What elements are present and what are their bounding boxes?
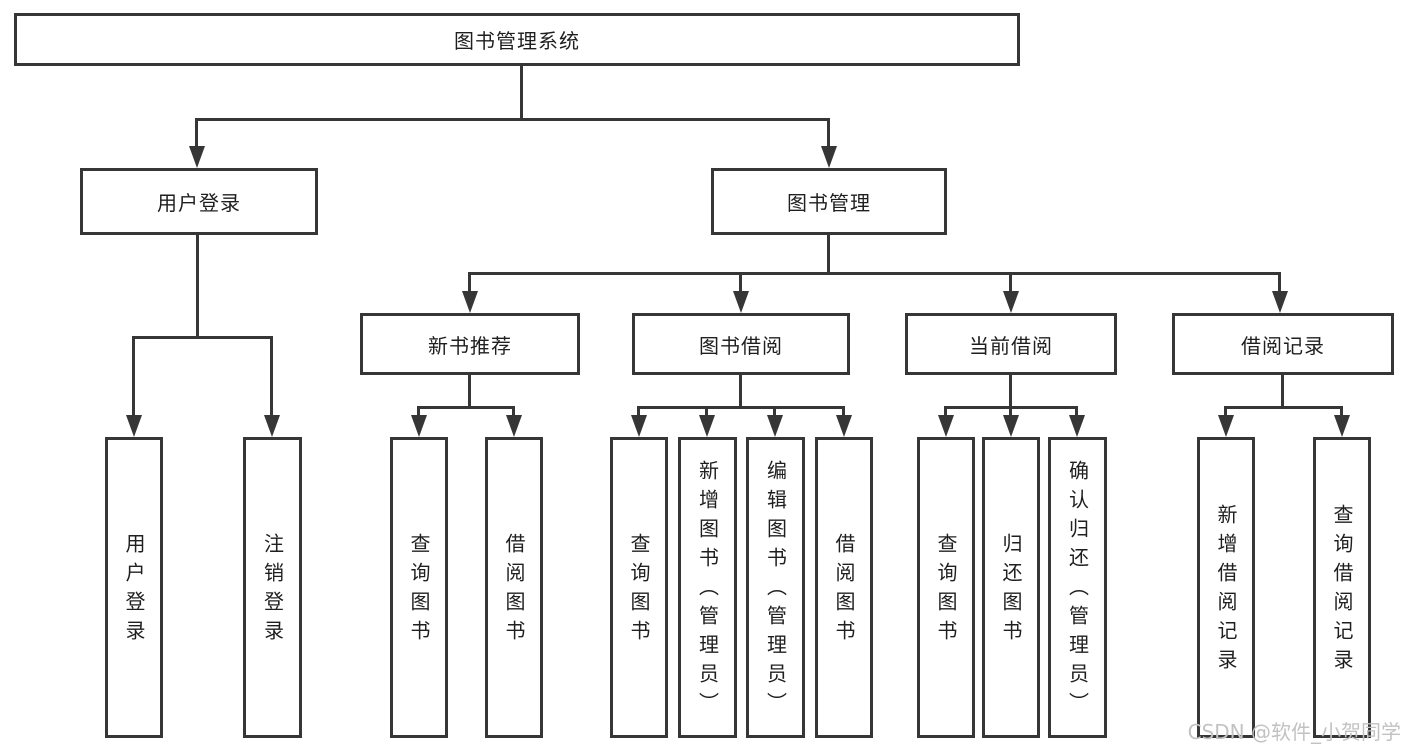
connector-line xyxy=(1009,272,1012,294)
arrowhead-icon xyxy=(1069,415,1085,437)
arrowhead-icon xyxy=(1003,415,1019,437)
connector-line xyxy=(132,336,273,339)
connector-line xyxy=(1224,406,1343,409)
connector-line xyxy=(1224,406,1227,418)
connector-line xyxy=(739,272,742,294)
connector-line xyxy=(637,406,845,409)
connector-line xyxy=(1278,272,1281,294)
arrowhead-icon xyxy=(733,291,749,313)
node-leaf-query-book-borrow: 查询图书 xyxy=(610,437,668,738)
connector-line xyxy=(739,375,742,408)
connector-line xyxy=(1075,406,1078,418)
node-leaf-query-borrow-record: 查询借阅记录 xyxy=(1313,437,1371,738)
connector-line xyxy=(944,406,947,418)
node-new-book-recommend: 新书推荐 xyxy=(360,313,580,375)
arrowhead-icon xyxy=(506,415,522,437)
arrowhead-icon xyxy=(1218,415,1234,437)
node-root: 图书管理系统 xyxy=(14,13,1020,66)
connector-line xyxy=(468,375,471,408)
node-leaf-add-book-admin: 新增图书（管理员） xyxy=(678,437,737,738)
connector-line xyxy=(827,118,830,148)
arrowhead-icon xyxy=(462,291,478,313)
connector-line xyxy=(132,336,135,416)
connector-line xyxy=(270,336,273,416)
arrowhead-icon xyxy=(126,415,142,437)
node-borrow-record: 借阅记录 xyxy=(1172,313,1394,375)
connector-line xyxy=(512,406,515,418)
connector-line xyxy=(842,406,845,418)
node-leaf-borrow-book-recommend: 借阅图书 xyxy=(485,437,543,738)
arrowhead-icon xyxy=(938,415,954,437)
connector-line xyxy=(705,406,708,418)
arrowhead-icon xyxy=(699,415,715,437)
arrowhead-icon xyxy=(821,146,837,168)
node-leaf-edit-book-admin: 编辑图书（管理员） xyxy=(746,437,805,738)
connector-line xyxy=(196,118,830,121)
connector-line xyxy=(1340,406,1343,418)
connector-line xyxy=(195,118,198,148)
node-book-management: 图书管理 xyxy=(711,168,947,235)
node-leaf-query-book-recommend: 查询图书 xyxy=(390,437,448,738)
connector-line xyxy=(773,406,776,418)
connector-line xyxy=(637,406,640,418)
arrowhead-icon xyxy=(1272,291,1288,313)
connector-line xyxy=(417,406,420,418)
arrowhead-icon xyxy=(836,415,852,437)
node-leaf-confirm-return-admin: 确认归还（管理员） xyxy=(1048,437,1107,738)
connector-line xyxy=(1281,375,1284,408)
connector-line xyxy=(1009,375,1012,408)
node-leaf-logout: 注销登录 xyxy=(243,437,302,738)
node-leaf-return-book: 归还图书 xyxy=(982,437,1040,738)
node-current-borrow: 当前借阅 xyxy=(905,313,1117,375)
arrowhead-icon xyxy=(189,146,205,168)
connector-line xyxy=(468,272,471,294)
connector-line xyxy=(1009,406,1012,418)
node-leaf-query-book-current: 查询图书 xyxy=(917,437,975,738)
connector-line xyxy=(196,235,199,338)
arrowhead-icon xyxy=(1334,415,1350,437)
node-book-borrow: 图书借阅 xyxy=(632,313,850,375)
csdn-watermark: CSDN @软件_小贺同学 xyxy=(1187,720,1401,744)
connector-line xyxy=(520,66,523,120)
node-user-login: 用户登录 xyxy=(80,168,318,235)
node-leaf-borrow-book: 借阅图书 xyxy=(815,437,873,738)
arrowhead-icon xyxy=(767,415,783,437)
connector-line xyxy=(417,406,515,409)
connector-line xyxy=(827,235,830,274)
arrowhead-icon xyxy=(264,415,280,437)
node-leaf-add-borrow-record: 新增借阅记录 xyxy=(1197,437,1255,738)
arrowhead-icon xyxy=(631,415,647,437)
connector-line xyxy=(468,272,1281,275)
node-leaf-user-login: 用户登录 xyxy=(105,437,163,738)
arrowhead-icon xyxy=(411,415,427,437)
arrowhead-icon xyxy=(1003,291,1019,313)
